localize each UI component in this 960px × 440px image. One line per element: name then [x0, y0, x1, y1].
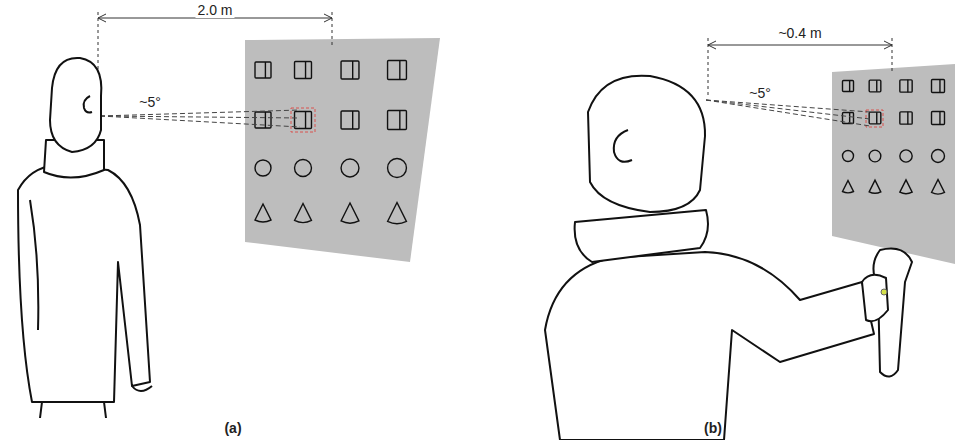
cube-target [900, 80, 912, 92]
angle-label: ~5° [747, 85, 773, 101]
target-panel [832, 64, 955, 264]
cube-target [869, 112, 881, 124]
sphere-target [843, 151, 854, 162]
person-with-controller [545, 76, 912, 440]
view-cone [706, 100, 870, 126]
dimension-label: ~0.4 m [776, 25, 823, 41]
cube-edge [849, 113, 850, 124]
cube-edge [876, 80, 877, 92]
sphere-target [388, 159, 407, 178]
cube-edge [399, 61, 400, 80]
cube-edge [939, 112, 940, 125]
cube-target [295, 112, 312, 129]
view-cone [100, 110, 300, 127]
cube-edge [265, 112, 266, 128]
cone-target [295, 204, 312, 223]
cube-edge [907, 80, 908, 92]
cube-target [295, 62, 312, 79]
cube-edge [305, 112, 306, 129]
cone-target [900, 180, 912, 194]
cube-target [388, 61, 407, 80]
dimension-line [98, 12, 332, 90]
cube-target [869, 80, 881, 92]
cube-target [843, 81, 854, 92]
target-grid [255, 61, 406, 224]
cube-edge [352, 61, 353, 79]
sphere-target [900, 150, 912, 162]
angle-label: ~5° [137, 94, 163, 110]
cube-edge [939, 80, 940, 93]
cube-edge [305, 62, 306, 79]
sphere-target [932, 150, 945, 163]
target-grid [843, 80, 945, 195]
cube-edge [876, 112, 877, 124]
cube-edge [907, 112, 908, 124]
cube-edge [352, 111, 353, 129]
cone-target [843, 181, 854, 193]
dimension-line [708, 38, 892, 95]
sphere-target [869, 150, 881, 162]
cone-target [255, 204, 271, 222]
selected-target [291, 108, 315, 132]
cone-target [388, 203, 407, 224]
cube-edge [849, 81, 850, 92]
cube-edge [399, 111, 400, 130]
cube-target [255, 62, 271, 78]
sphere-target [295, 160, 312, 177]
cube-target [341, 111, 359, 129]
sphere-target [341, 159, 359, 177]
cone-target [932, 180, 945, 195]
panel-label: (a) [222, 420, 243, 436]
cube-edge [265, 62, 266, 78]
sphere-target [255, 160, 271, 176]
cube-target [900, 112, 912, 124]
cube-target [932, 112, 945, 125]
cube-target [932, 80, 945, 93]
person-standing [18, 58, 152, 418]
cube-target [388, 111, 407, 130]
cone-target [869, 180, 881, 193]
panel-label: (b) [702, 420, 724, 436]
cone-target [341, 203, 359, 223]
target-panel [245, 38, 440, 262]
dimension-label: 2.0 m [195, 2, 234, 18]
cube-target [341, 61, 359, 79]
